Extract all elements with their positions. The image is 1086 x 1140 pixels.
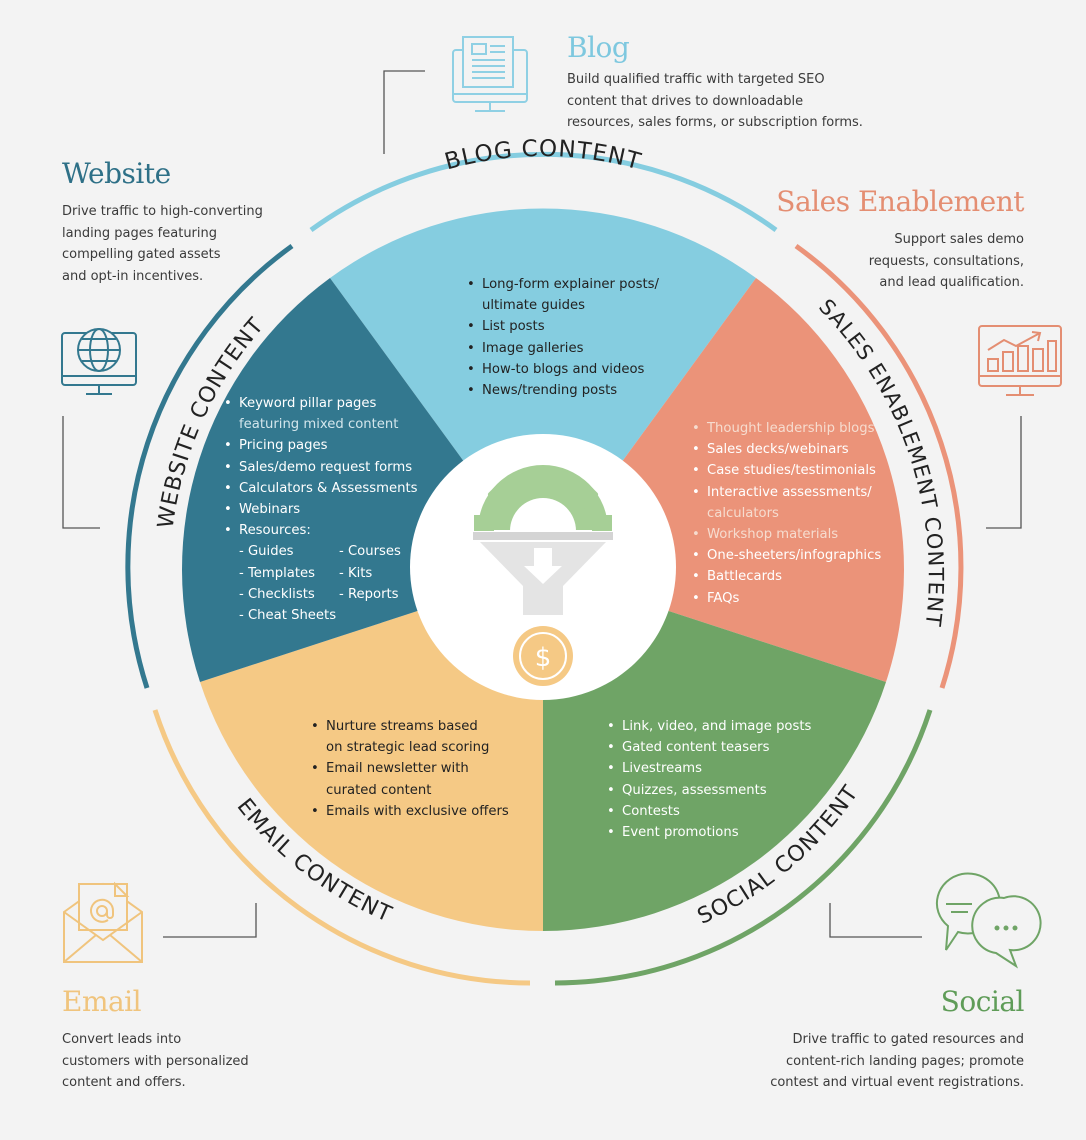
ring-arc-blog <box>309 151 778 233</box>
list-item: Livestreams <box>607 758 827 779</box>
list-item: How-to blogs and videos <box>467 359 667 380</box>
dollar-coin-icon: $ <box>513 626 573 686</box>
envelope-at-icon <box>63 881 143 963</box>
website-title: Website <box>62 157 171 190</box>
social-callout: Social Drive traffic to gated resources … <box>724 985 1024 1094</box>
list-item: Sales/demo request forms <box>224 457 424 478</box>
list-item: Interactive assessments/calculators <box>692 482 892 524</box>
list-item: List posts <box>467 316 667 337</box>
list-item: Sales decks/webinars <box>692 439 892 460</box>
list-item: FAQs <box>692 588 892 609</box>
list-item: Gated content teasers <box>607 737 827 758</box>
blog-description: Build qualified traffic with targeted SE… <box>567 72 863 130</box>
list-item: Battlecards <box>692 566 892 587</box>
ring-label-blog: BLOG CONTENT <box>442 136 644 176</box>
growth-chart-monitor-icon <box>978 325 1062 396</box>
chat-bubbles-icon <box>935 872 1042 969</box>
list-item: Quizzes, assessments <box>607 780 827 801</box>
resource-item: - Checklists <box>239 586 315 602</box>
list-item: Workshop materials <box>692 524 892 545</box>
gear-icon <box>474 465 612 531</box>
list-item: Calculators & Assessments <box>224 478 424 499</box>
resource-item: - Reports <box>339 586 399 602</box>
website-callout: Website Drive traffic to high-converting… <box>62 157 302 287</box>
sales-callout: Sales Enablement Support sales demo requ… <box>764 185 1024 294</box>
blog-callout: Blog Build qualified traffic with target… <box>567 31 867 134</box>
connector-email <box>163 903 257 938</box>
sales-title: Sales Enablement <box>776 185 1024 218</box>
social-title: Social <box>940 985 1025 1018</box>
connector-sales <box>986 416 1022 529</box>
coin-symbol: $ <box>535 643 552 673</box>
ring-arc-email <box>152 709 531 986</box>
email-title: Email <box>62 985 142 1018</box>
list-item: News/trending posts <box>467 380 667 401</box>
blog-content-list: Long-form explainer posts/ultimate guide… <box>467 274 667 401</box>
globe-monitor-icon <box>61 328 137 395</box>
list-item: Webinars <box>224 499 424 520</box>
list-item: Event promotions <box>607 822 827 843</box>
list-item: Pricing pages <box>224 435 424 456</box>
blog-title: Blog <box>567 31 630 64</box>
connector-social <box>829 903 922 938</box>
connector-blog <box>383 70 425 154</box>
resources-grid: - Guides - Courses - Templates - Kits - … <box>224 541 424 626</box>
list-item: Contests <box>607 801 827 822</box>
resource-item: - Cheat Sheets <box>239 608 337 624</box>
social-description: Drive traffic to gated resources and con… <box>770 1032 1024 1090</box>
resource-item: - Guides <box>239 544 294 560</box>
sales-content-list: Thought leadership blogs Sales decks/web… <box>692 418 892 609</box>
email-description: Convert leads into customers with person… <box>62 1032 249 1090</box>
list-item: Image galleries <box>467 338 667 359</box>
ring-arc-social <box>554 709 933 986</box>
sales-description: Support sales demo requests, consultatio… <box>868 232 1024 290</box>
list-item: Thought leadership blogs <box>692 418 892 439</box>
list-item: Link, video, and image posts <box>607 716 827 737</box>
resource-item: - Kits <box>339 565 373 581</box>
connector-website <box>62 416 100 529</box>
list-item: Emails with exclusive offers <box>311 801 521 822</box>
list-item: One-sheeters/infographics <box>692 545 892 566</box>
ring-arc-sales <box>794 243 964 689</box>
ring-arc-website <box>125 243 294 689</box>
resource-item: - Templates <box>239 565 315 581</box>
social-content-list: Link, video, and image posts Gated conte… <box>607 716 827 843</box>
email-callout: Email Convert leads into customers with … <box>62 985 302 1094</box>
list-item: Case studies/testimonials <box>692 460 892 481</box>
monitor-document-icon <box>452 36 528 112</box>
resource-item: - Courses <box>339 544 401 560</box>
list-item: Resources: - Guides - Courses - Template… <box>224 520 424 626</box>
website-description: Drive traffic to high-converting landing… <box>62 204 263 284</box>
funnel-icon <box>473 532 613 615</box>
resource-item <box>339 605 419 626</box>
list-item: Long-form explainer posts/ultimate guide… <box>467 274 667 316</box>
